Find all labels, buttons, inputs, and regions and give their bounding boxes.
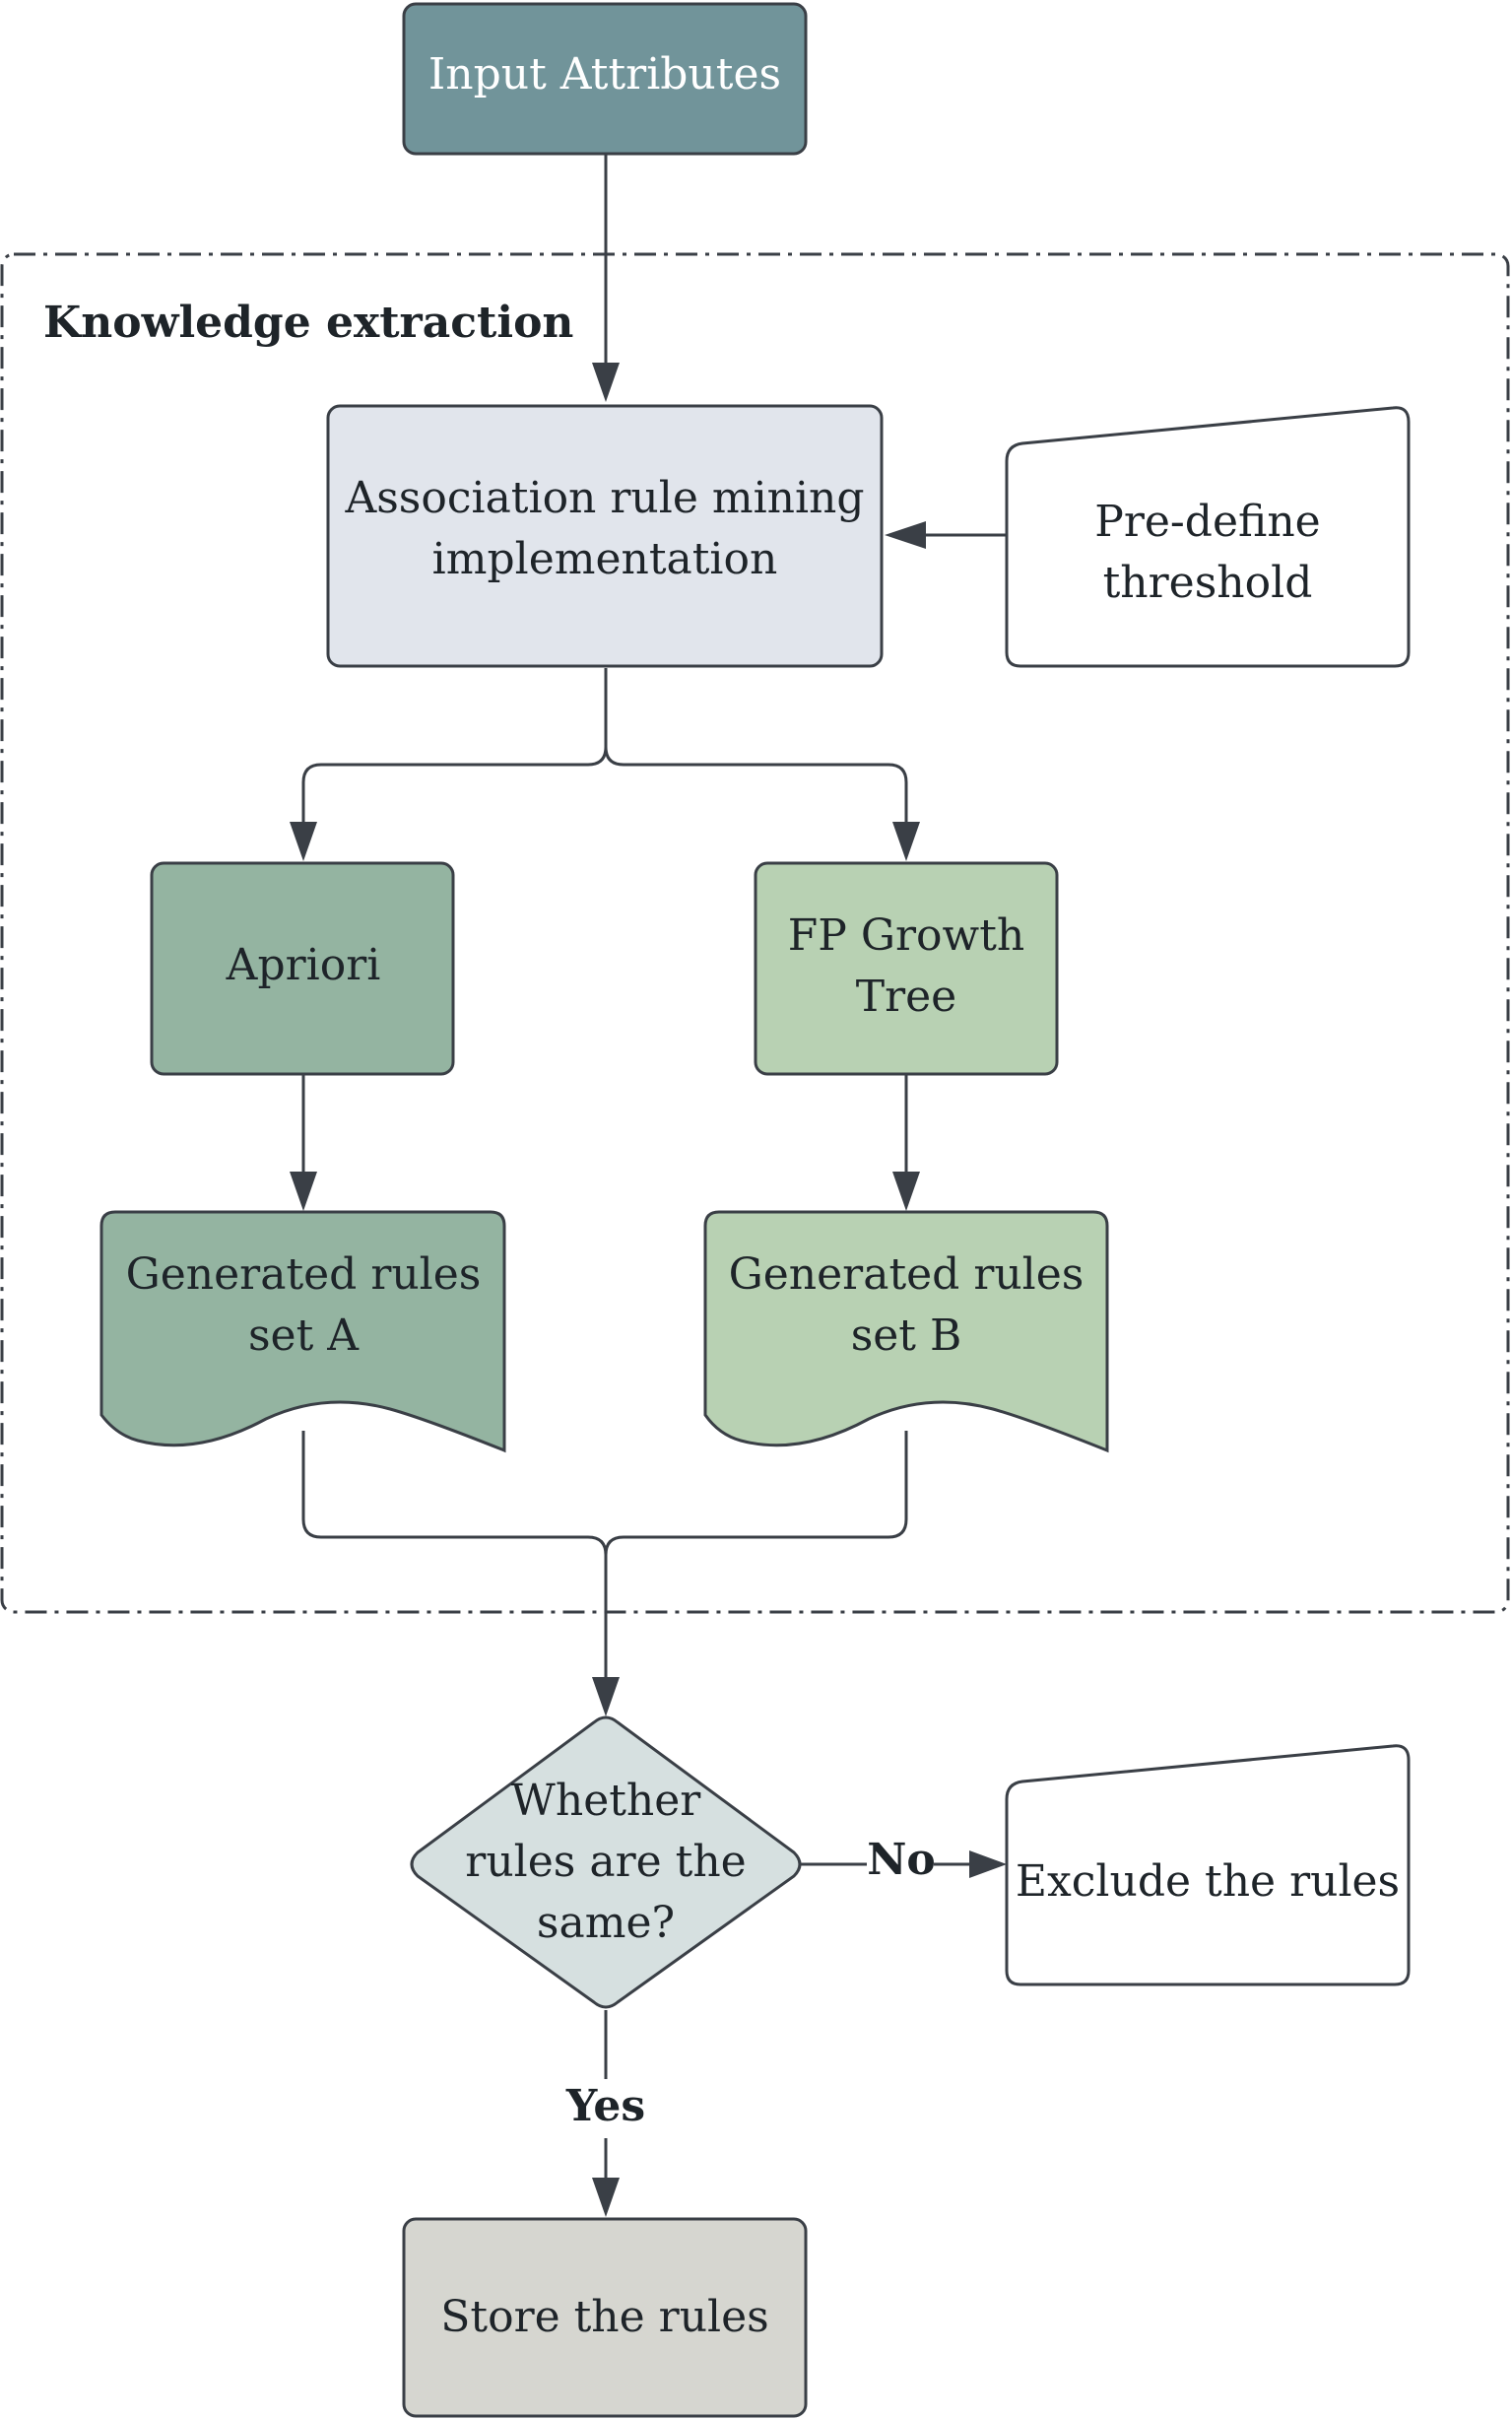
- node-store-rules: Store the rules: [402, 2217, 808, 2418]
- node-rules-a-label-line1: Generated rules: [126, 1249, 482, 1300]
- arrowhead: [969, 1850, 1007, 1878]
- node-predefine-threshold: Pre-define threshold: [1005, 406, 1411, 668]
- node-generated-rules-set-a: Generated rules set A: [99, 1210, 506, 1453]
- node-arm-label-line1: Association rule mining: [344, 473, 864, 523]
- edge-label-yes: Yes: [565, 2081, 645, 2131]
- node-rules-b-label-line1: Generated rules: [729, 1249, 1085, 1300]
- node-decision-label-line2: rules are the: [465, 1837, 746, 1887]
- node-fpgrowth-label-line1: FP Growth: [788, 910, 1024, 961]
- arrowhead: [885, 521, 926, 549]
- edge-label-no: No: [867, 1835, 936, 1885]
- edge-rules-a-to-merge: [301, 1431, 608, 1695]
- knowledge-extraction-group: [0, 252, 1510, 1614]
- node-decision-label-line1: Whether: [511, 1776, 702, 1826]
- node-decision-rules-same: Whether rules are the same?: [410, 1715, 802, 2009]
- node-exclude-rules: Exclude the rules: [1005, 1744, 1411, 1986]
- group-title: Knowledge extraction: [43, 298, 573, 348]
- node-decision-label-line3: same?: [537, 1898, 675, 1948]
- arrowhead: [592, 363, 620, 402]
- node-exclude-label: Exclude the rules: [1016, 1856, 1400, 1907]
- arrowhead: [892, 822, 920, 861]
- node-threshold-label-line1: Pre-define: [1094, 497, 1320, 547]
- node-generated-rules-set-b: Generated rules set B: [703, 1210, 1109, 1453]
- arrowhead: [592, 1677, 620, 1716]
- edge-rules-b-to-merge: [604, 1431, 908, 1556]
- node-arm-label-line2: implementation: [432, 534, 778, 584]
- node-threshold-label-line2: threshold: [1103, 558, 1313, 608]
- node-apriori: Apriori: [150, 861, 455, 1076]
- node-rules-a-label-line2: set A: [248, 1311, 360, 1361]
- node-store-label: Store the rules: [440, 2292, 768, 2342]
- node-rules-b-label-line2: set B: [851, 1311, 962, 1361]
- arrowhead: [892, 1172, 920, 1211]
- node-association-rule-mining: Association rule mining implementation: [326, 404, 884, 668]
- node-fp-growth-tree: FP Growth Tree: [754, 861, 1059, 1076]
- arrowhead: [290, 822, 317, 861]
- edge-arm-to-fpgrowth: [604, 746, 908, 838]
- node-input-label: Input Attributes: [428, 49, 781, 100]
- edge-arm-to-split: [301, 668, 608, 838]
- connectors: No Yes: [290, 154, 1007, 2217]
- arrowhead: [592, 2178, 620, 2217]
- arrowhead: [290, 1172, 317, 1211]
- node-fpgrowth-label-line2: Tree: [856, 972, 956, 1022]
- node-apriori-label: Apriori: [226, 940, 381, 990]
- node-input-attributes: Input Attributes: [402, 2, 808, 156]
